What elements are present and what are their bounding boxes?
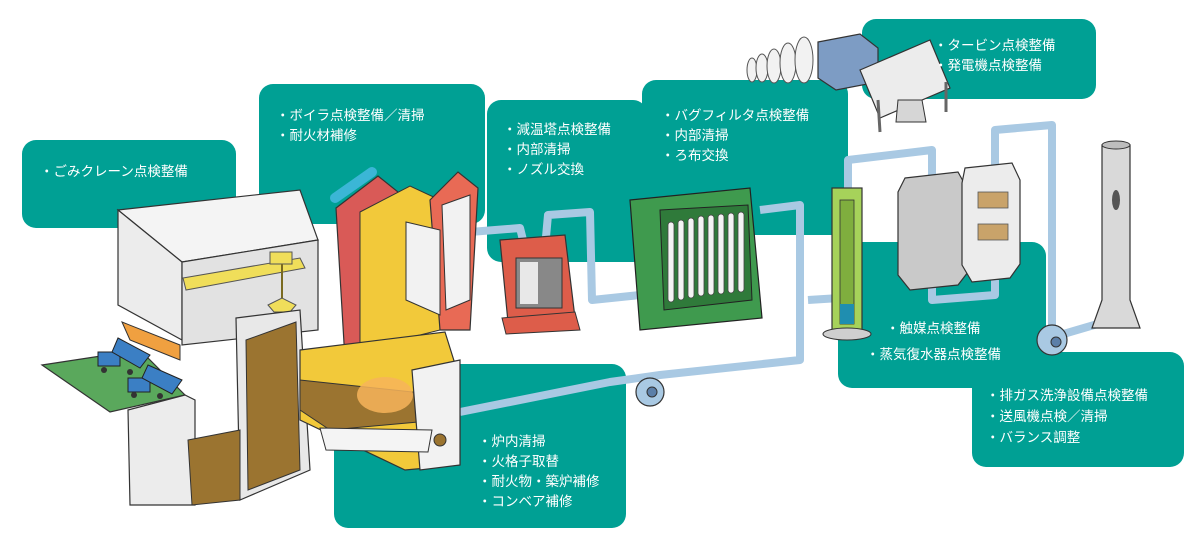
turbine-rotor-icon	[746, 36, 814, 84]
label-crane: ごみクレーン点検整備	[40, 162, 188, 182]
label-bag-filter: バグフィルタ点検整備 内部清掃 ろ布交換	[661, 106, 810, 166]
garbage-truck-icon	[97, 337, 151, 375]
gas-cooling-tower	[499, 234, 581, 335]
fire-icon	[357, 377, 413, 413]
label-item: 触媒点検整備	[866, 316, 1001, 342]
label-item: 排ガス洗浄設備点検整備	[986, 386, 1149, 407]
catalyst-tower	[961, 162, 1021, 283]
label-item: コンベア補修	[478, 492, 600, 512]
label-item: 蒸気復水器点検整備	[866, 342, 1002, 368]
label-item: ごみクレーン点検整備	[40, 162, 188, 182]
label-scrubber: 排ガス洗浄設備点検整備 送風機点検／清掃 バランス調整	[986, 386, 1149, 449]
catalyst-reactor	[897, 171, 969, 291]
label-item: ろ布交換	[661, 146, 809, 166]
gas-scrubber	[822, 187, 872, 341]
steam-pipe	[330, 167, 377, 203]
waste-pit-and-crane	[40, 189, 319, 506]
incinerator-boiler	[299, 167, 479, 471]
label-item: 送風機点検／清掃	[986, 407, 1148, 428]
label-item: 内部清掃	[503, 140, 611, 160]
label-item: 発電機点検整備	[934, 56, 1056, 76]
forced-draft-fan	[1036, 324, 1068, 356]
label-item: タービン点検整備	[934, 36, 1056, 56]
filter-bags	[667, 211, 745, 303]
induced-draft-fan	[635, 377, 665, 407]
label-item: ボイラ点検整備／清掃	[276, 106, 425, 126]
label-item: 耐火物・築炉補修	[478, 472, 600, 492]
label-cooling-tower: 減温塔点検整備 内部清掃 ノズル交換	[503, 120, 612, 180]
garbage-truck-icon	[127, 364, 183, 399]
label-item: バグフィルタ点検整備	[661, 106, 810, 126]
label-item: 炉内清掃	[478, 432, 600, 452]
label-item: 内部清掃	[661, 126, 809, 146]
bag-filter	[629, 187, 763, 331]
label-item: 減温塔点検整備	[503, 120, 612, 140]
label-boiler: ボイラ点検整備／清掃 耐火材補修	[276, 106, 425, 146]
label-item: ノズル交換	[503, 160, 611, 180]
gas-duct	[459, 121, 1120, 416]
chimney	[1091, 140, 1141, 329]
label-furnace: 炉内清掃 火格子取替 耐火物・築炉補修 コンベア補修	[478, 432, 600, 512]
label-item: バランス調整	[986, 428, 1148, 449]
label-item: 耐火材補修	[276, 126, 425, 146]
label-catalyst: 触媒点検整備 蒸気復水器点検整備	[866, 316, 1002, 368]
steam-turbine-generator	[746, 33, 951, 133]
label-item: 火格子取替	[478, 452, 600, 472]
label-turbine: タービン点検整備 発電機点検整備	[934, 36, 1056, 76]
